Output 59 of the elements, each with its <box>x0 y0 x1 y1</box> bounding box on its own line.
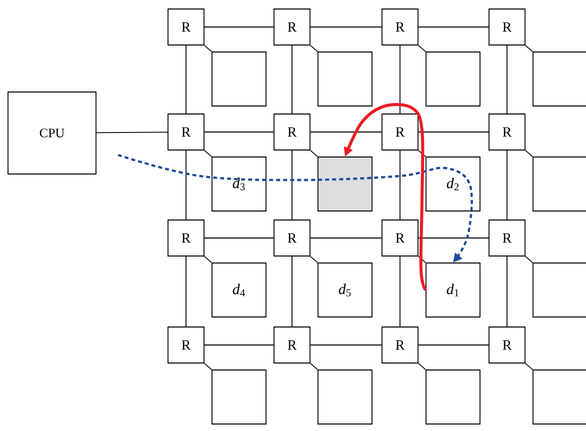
link-line <box>310 363 318 370</box>
link-line <box>506 256 508 327</box>
core-box <box>212 52 266 106</box>
router-box: R <box>488 220 526 256</box>
link-line <box>418 344 489 346</box>
router-box: R <box>168 114 204 150</box>
link-line <box>204 150 212 157</box>
core-box: d$_{3}$ <box>212 156 266 212</box>
link-line <box>506 45 508 114</box>
link-line <box>525 45 533 52</box>
link-line <box>204 45 212 52</box>
core-box <box>318 370 372 424</box>
link-line <box>310 256 318 263</box>
core-box <box>426 52 480 106</box>
core-box <box>532 156 586 212</box>
core-box <box>318 156 372 212</box>
router-box: R <box>488 114 526 150</box>
router-box: R <box>168 326 204 364</box>
link-line <box>204 344 274 346</box>
router-box: R <box>382 220 418 256</box>
link-line <box>310 26 382 28</box>
router-box: R <box>382 8 418 46</box>
router-box: R <box>274 114 310 150</box>
link-line <box>418 150 426 157</box>
router-box: R <box>274 220 310 256</box>
router-box: R <box>488 326 526 364</box>
router-box: R <box>274 8 310 46</box>
core-box <box>532 262 586 318</box>
core-box: d$_{4}$ <box>212 262 266 318</box>
core-box: d$_{2}$ <box>426 156 480 212</box>
core-box <box>426 370 480 424</box>
core-box <box>532 52 586 106</box>
link-line <box>418 45 426 52</box>
core-box: d$_{5}$ <box>318 262 372 318</box>
core-box <box>532 370 586 424</box>
link-line <box>418 363 426 370</box>
link-line <box>96 132 168 134</box>
core-box: d$_{1}$ <box>426 262 480 318</box>
link-line <box>310 344 382 346</box>
link-line <box>204 363 212 370</box>
router-box: R <box>168 220 204 256</box>
core-box <box>318 52 372 106</box>
link-line <box>204 256 212 263</box>
link-line <box>525 363 533 370</box>
cpu-box: CPU <box>8 92 96 174</box>
router-box: R <box>382 114 418 150</box>
link-line <box>525 256 533 263</box>
core-box <box>212 370 266 424</box>
link-line <box>506 150 508 220</box>
link-line <box>310 45 318 52</box>
router-box: R <box>274 326 310 364</box>
router-box: R <box>488 8 526 46</box>
router-box: R <box>168 8 204 46</box>
link-line <box>418 256 426 263</box>
router-box: R <box>382 326 418 364</box>
link-line <box>310 150 318 157</box>
link-line <box>418 26 489 28</box>
link-line <box>204 26 274 28</box>
link-line <box>525 150 533 157</box>
